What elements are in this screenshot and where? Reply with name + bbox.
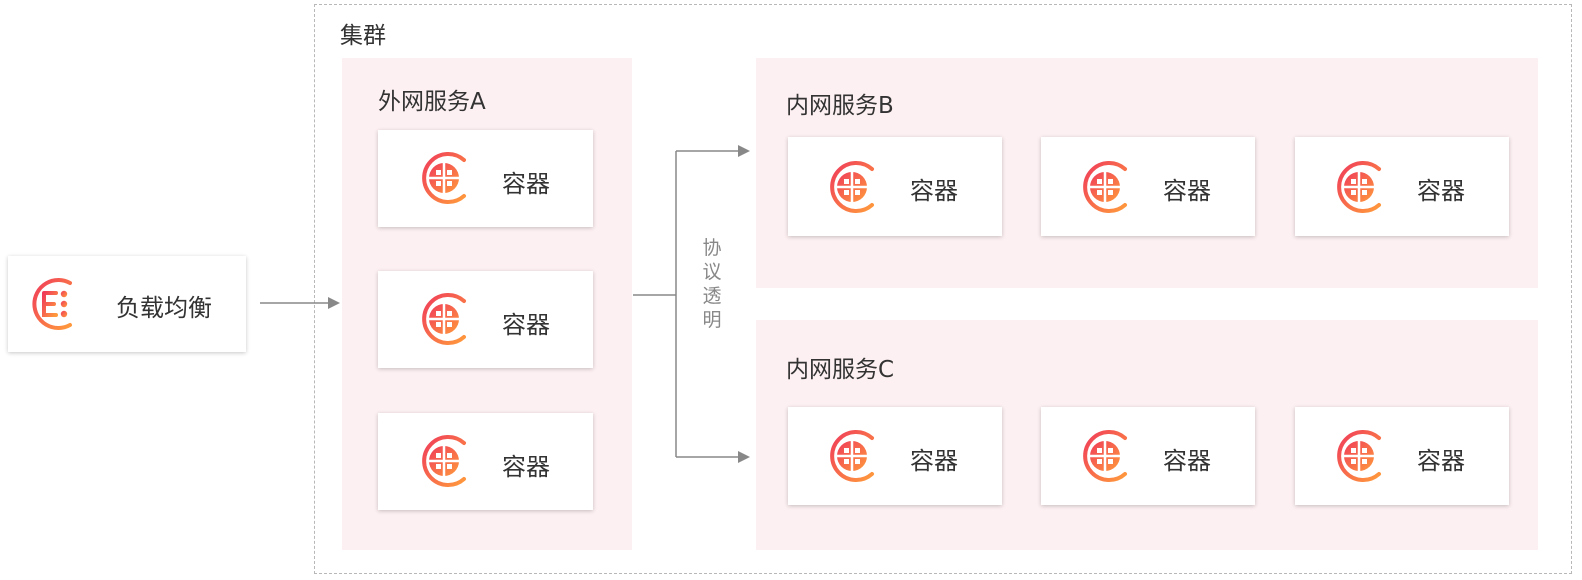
service-b-title: 内网服务B	[786, 93, 894, 119]
arrowhead-to-service-a	[328, 297, 340, 309]
container-icon	[830, 161, 874, 213]
container-icon	[422, 293, 466, 345]
load-balancer-node: 负载均衡	[8, 256, 246, 352]
service-c-container-3: 容器	[1295, 407, 1509, 505]
load-balancer-icon	[32, 278, 72, 330]
container-label: 容器	[910, 177, 958, 205]
container-icon	[422, 152, 466, 204]
container-label: 容器	[1163, 447, 1211, 475]
arrowhead-to-service-c	[738, 451, 750, 463]
load-balancer-label: 负载均衡	[116, 294, 212, 322]
service-c-container-1: 容器	[788, 407, 1002, 505]
container-icon	[1083, 430, 1127, 482]
container-icon	[830, 430, 874, 482]
arrowhead-to-service-b	[738, 145, 750, 157]
cluster-boundary	[314, 4, 1572, 574]
cluster-label: 集群	[340, 23, 386, 49]
container-label: 容器	[502, 170, 550, 198]
container-label: 容器	[502, 453, 550, 481]
container-label: 容器	[1417, 177, 1465, 205]
container-label: 容器	[1417, 447, 1465, 475]
service-b-container-2: 容器	[1041, 137, 1255, 236]
service-a-title: 外网服务A	[378, 89, 486, 115]
container-icon	[1337, 430, 1381, 482]
service-c-container-2: 容器	[1041, 407, 1255, 505]
service-a-container-3: 容器	[378, 413, 593, 510]
service-c-title: 内网服务C	[786, 357, 895, 383]
service-b-container-1: 容器	[788, 137, 1002, 236]
container-icon	[1083, 161, 1127, 213]
container-icon	[1337, 161, 1381, 213]
service-b-container-3: 容器	[1295, 137, 1509, 236]
container-label: 容器	[910, 447, 958, 475]
protocol-link-line	[633, 150, 740, 458]
protocol-transparent-label: 协议透明	[702, 237, 722, 331]
service-a-container-2: 容器	[378, 271, 593, 368]
container-label: 容器	[502, 311, 550, 339]
container-label: 容器	[1163, 177, 1211, 205]
container-icon	[422, 435, 466, 487]
service-a-container-1: 容器	[378, 130, 593, 227]
